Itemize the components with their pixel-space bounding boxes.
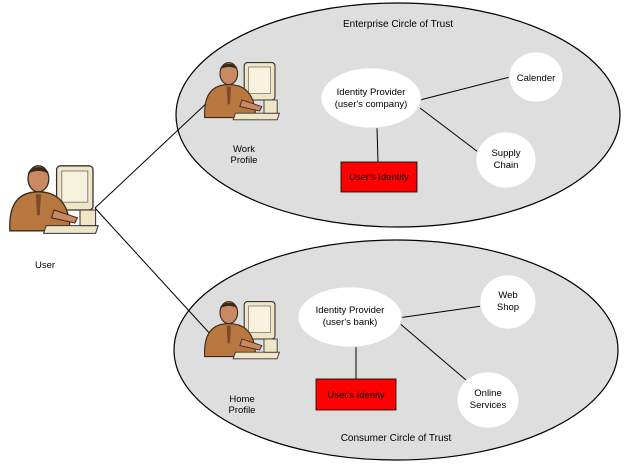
web-shop-service-node [479, 274, 537, 330]
online-services-label-line1: Online [474, 388, 501, 399]
enterprise-user-identity-label: User's Identity [349, 172, 409, 183]
bank-idp-to-online-services-connector [397, 321, 467, 381]
bank-idp-label-line1: Identity Provider [316, 305, 385, 316]
consumer-user-identity-box [315, 378, 397, 411]
user-label: User [35, 260, 55, 271]
bank-identity-provider-node [297, 286, 403, 348]
supply-chain-service-node [475, 131, 537, 189]
work-profile-label-line1: Work [233, 144, 255, 155]
company-identity-provider-node [320, 67, 422, 129]
bank-idp-to-webshop-connector [397, 305, 483, 319]
supply-chain-label-line2: Chain [494, 160, 519, 171]
web-shop-label-line2: Shop [497, 302, 519, 313]
calendar-service-label: Calender [517, 73, 556, 84]
idp-to-calendar-connector [419, 76, 511, 101]
company-idp-label-line1: Identity Provider [337, 87, 406, 98]
consumer-user-identity-label: User's Idenity [327, 390, 385, 401]
supply-chain-label-line1: Supply [491, 148, 520, 159]
consumer-circle-title: Consumer Circle of Trust [341, 433, 452, 444]
work-profile-label-line2: Profile [231, 155, 258, 166]
user-to-work-connector [94, 99, 211, 209]
user-person-at-computer-icon [9, 165, 99, 235]
online-services-node [456, 371, 520, 429]
idp-to-identity-connector [376, 127, 379, 163]
online-services-label-line2: Services [470, 400, 507, 411]
web-shop-label-line1: Web [498, 290, 517, 301]
bank-idp-label-line2: (user's bank) [323, 317, 378, 328]
enterprise-circle-title: Enterprise Circle of Trust [343, 19, 453, 30]
company-idp-label-line2: (user's company) [335, 99, 408, 110]
home-profile-label-line2: Profile [229, 405, 256, 416]
idp-to-supply-chain-connector [419, 107, 487, 159]
user-to-home-connector [94, 207, 213, 337]
enterprise-user-identity-box [340, 161, 418, 193]
calendar-service-node [508, 51, 564, 103]
home-profile-label-line1: Home [229, 394, 254, 405]
